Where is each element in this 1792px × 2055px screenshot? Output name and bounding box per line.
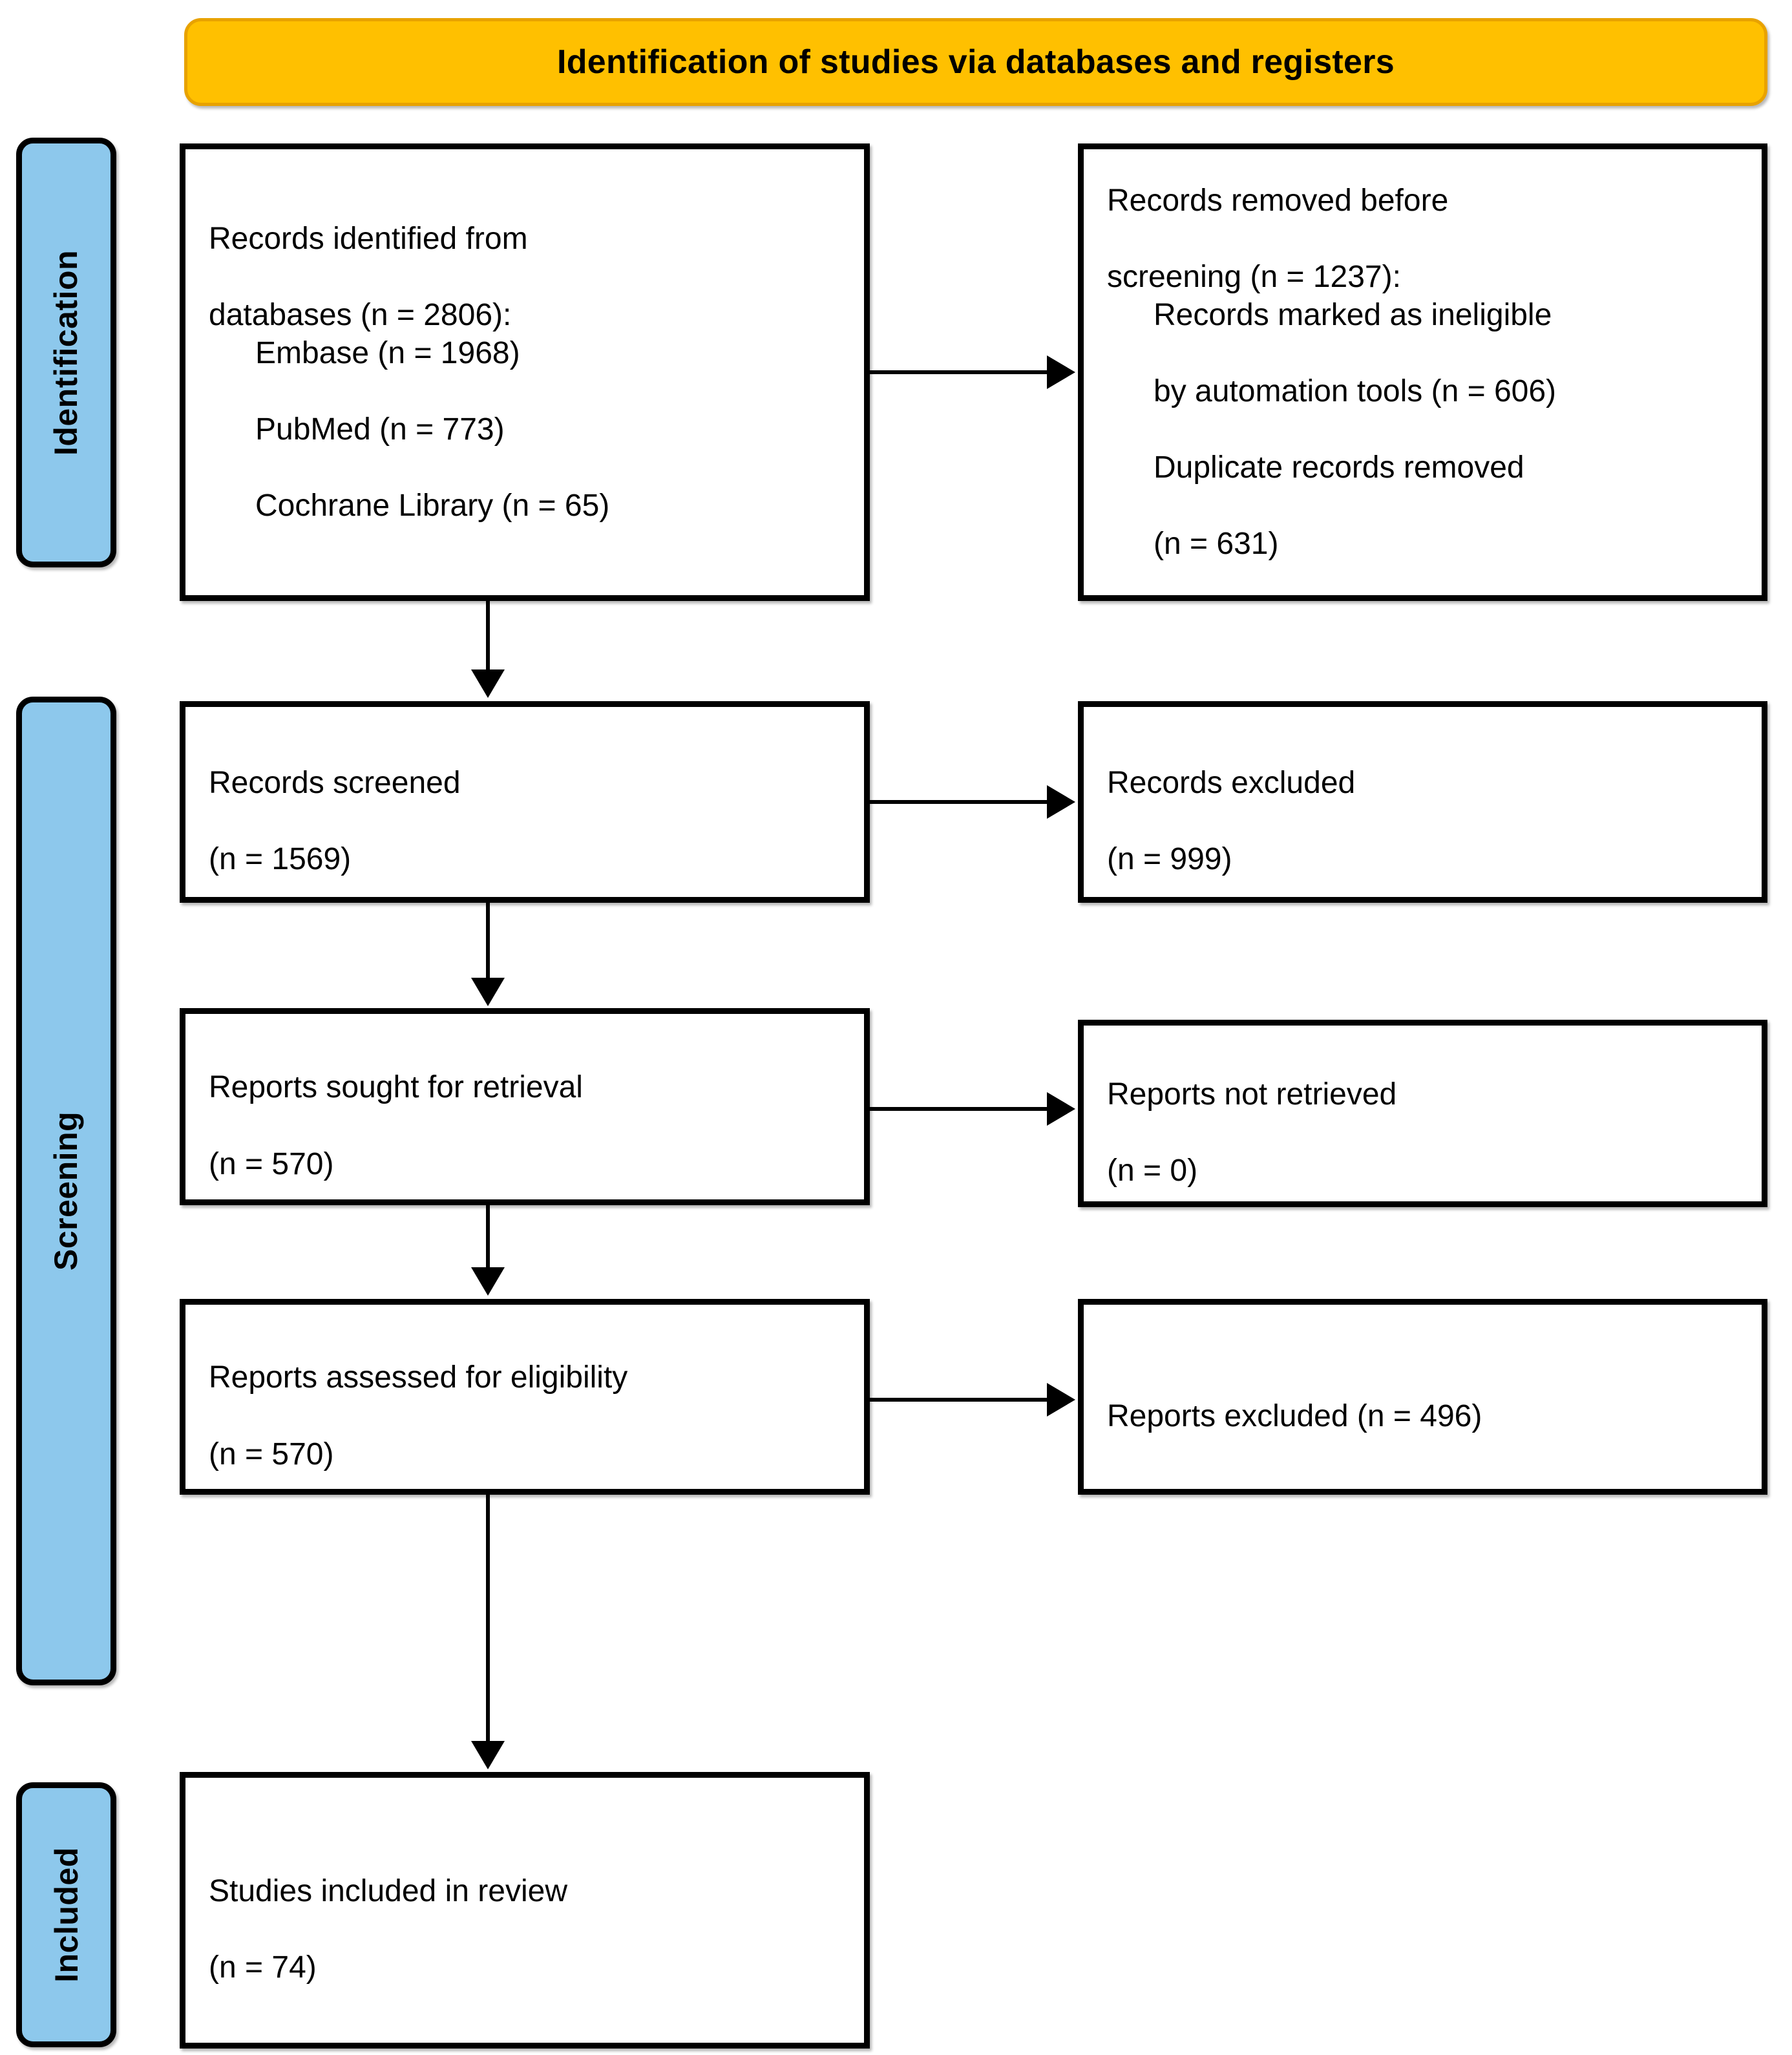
records-identified-line2: databases (n = 2806): — [209, 297, 512, 332]
arrow-right-icon-eligibility-to-excluded — [1047, 1383, 1075, 1417]
box-records-excluded-text: Records excluded (n = 999) — [1084, 726, 1368, 878]
connector-identified-to-removed-line — [870, 370, 1051, 374]
reports-assessed-label: Reports assessed for eligibility — [209, 1360, 628, 1395]
box-records-removed: Records removed before screening (n = 12… — [1078, 143, 1767, 601]
box-records-screened-text: Records screened (n = 1569) — [185, 726, 474, 878]
connector-sought-to-not-retrieved-line — [870, 1107, 1051, 1111]
arrow-right-icon-identified-to-removed — [1047, 355, 1075, 389]
arrow-down-icon-identified-to-screened — [471, 669, 505, 698]
box-studies-included: Studies included in review (n = 74) — [180, 1772, 870, 2049]
records-removed-duplicates-1: Duplicate records removed — [1154, 450, 1524, 485]
records-removed-line2: screening (n = 1237): — [1107, 259, 1401, 294]
box-reports-not-retrieved: Reports not retrieved (n = 0) — [1078, 1020, 1767, 1207]
connector-sought-to-eligibility-line — [486, 1204, 490, 1269]
reports-excluded-label: Reports excluded (n = 496) — [1107, 1398, 1482, 1433]
box-records-excluded: Records excluded (n = 999) — [1078, 701, 1767, 903]
records-removed-line1: Records removed before — [1107, 183, 1449, 218]
diagram-header-banner: Identification of studies via databases … — [184, 18, 1767, 106]
arrow-down-icon-sought-to-eligibility — [471, 1267, 505, 1296]
records-removed-ineligible-1: Records marked as ineligible — [1154, 297, 1552, 332]
reports-sought-label: Reports sought for retrieval — [209, 1070, 583, 1105]
records-identified-cochrane: Cochrane Library (n = 65) — [255, 489, 610, 523]
stage-tab-screening: Screening — [16, 697, 116, 1685]
box-reports-assessed-eligibility: Reports assessed for eligibility (n = 57… — [180, 1299, 870, 1495]
arrow-right-icon-screened-to-excluded — [1047, 785, 1075, 819]
arrow-down-icon-eligibility-to-included — [471, 1741, 505, 1769]
records-removed-duplicates-2: (n = 631) — [1154, 527, 1279, 562]
stage-tab-included: Included — [16, 1782, 116, 2047]
stage-tab-identification: Identification — [16, 138, 116, 567]
records-screened-label: Records screened — [209, 765, 461, 800]
connector-identified-to-screened-line — [486, 600, 490, 672]
stage-tab-identification-label: Identification — [48, 249, 85, 456]
records-identified-pubmed: PubMed (n = 773) — [255, 412, 505, 447]
stage-tab-included-label: Included — [48, 1847, 85, 1983]
reports-not-retrieved-label: Reports not retrieved — [1107, 1077, 1397, 1112]
studies-included-label: Studies included in review — [209, 1873, 567, 1908]
reports-sought-count: (n = 570) — [209, 1146, 334, 1181]
box-records-identified-text: Records identified from databases (n = 2… — [185, 182, 622, 563]
box-reports-sought: Reports sought for retrieval (n = 570) — [180, 1008, 870, 1205]
records-identified-line1: Records identified from — [209, 221, 528, 256]
records-screened-count: (n = 1569) — [209, 842, 352, 877]
studies-included-count: (n = 74) — [209, 1950, 317, 1985]
box-reports-assessed-text: Reports assessed for eligibility (n = 57… — [185, 1320, 640, 1473]
connector-screened-to-excluded-line — [870, 800, 1051, 804]
records-excluded-count: (n = 999) — [1107, 842, 1232, 877]
box-reports-excluded-text: Reports excluded (n = 496) — [1084, 1358, 1495, 1435]
stage-tab-screening-label: Screening — [48, 1111, 85, 1271]
box-studies-included-text: Studies included in review (n = 74) — [185, 1834, 580, 1986]
arrow-right-icon-sought-to-not-retrieved — [1047, 1092, 1075, 1126]
reports-assessed-count: (n = 570) — [209, 1437, 334, 1471]
records-excluded-label: Records excluded — [1107, 765, 1356, 800]
reports-not-retrieved-count: (n = 0) — [1107, 1154, 1198, 1188]
records-identified-embase: Embase (n = 1968) — [255, 335, 520, 370]
box-reports-not-retrieved-text: Reports not retrieved (n = 0) — [1084, 1037, 1409, 1190]
connector-screened-to-sought-line — [486, 901, 490, 979]
box-reports-excluded: Reports excluded (n = 496) — [1078, 1299, 1767, 1495]
records-removed-ineligible-2: by automation tools (n = 606) — [1154, 374, 1557, 408]
connector-eligibility-to-excluded-line — [870, 1398, 1051, 1402]
box-records-screened: Records screened (n = 1569) — [180, 701, 870, 903]
diagram-title: Identification of studies via databases … — [556, 43, 1395, 81]
arrow-down-icon-screened-to-sought — [471, 978, 505, 1006]
box-reports-sought-text: Reports sought for retrieval (n = 570) — [185, 1030, 596, 1183]
box-records-identified: Records identified from databases (n = 2… — [180, 143, 870, 601]
box-records-removed-text: Records removed before screening (n = 12… — [1084, 143, 1569, 601]
connector-eligibility-to-included-line — [486, 1493, 490, 1742]
